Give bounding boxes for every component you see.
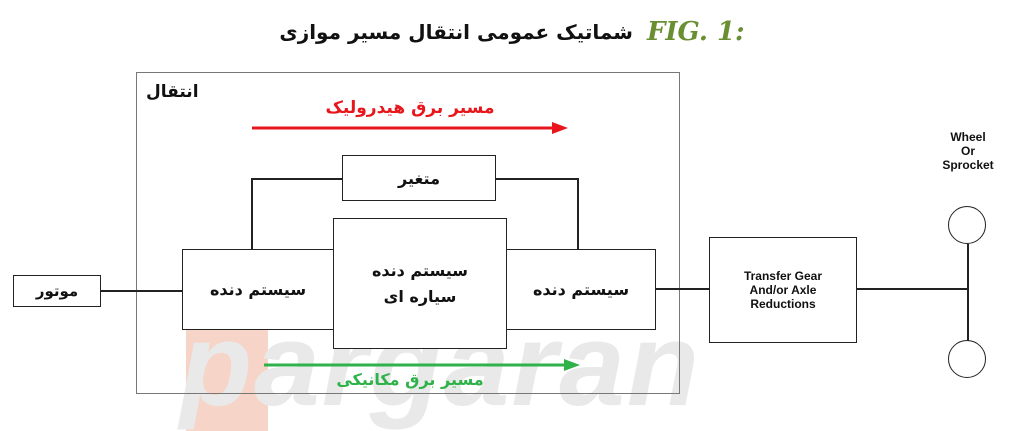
motor-box: موتور [13, 275, 101, 307]
transfer-line-2: And/or Axle [749, 283, 817, 297]
mechanical-arrow-icon [264, 359, 580, 371]
gear-system-left: سیستم دنده [182, 249, 334, 330]
hydraulic-arrow-icon [252, 122, 568, 134]
connector-left-horizontal [251, 178, 343, 180]
wheel-label-line-2: Or [960, 144, 975, 158]
connector-right-horizontal [496, 178, 578, 180]
variator-box: متغیر [342, 155, 496, 201]
wheel-label-line-3: Sprocket [942, 158, 994, 172]
axle-horizontal [856, 288, 968, 290]
wheel-top-icon [948, 206, 986, 244]
gear-system-left-label: سیستم دنده [209, 280, 307, 299]
wheel-label: Wheel Or Sprocket [922, 130, 1014, 172]
figure-title: شماتیک عمومی انتقال مسیر موازی FIG. 1: [0, 12, 1024, 52]
motor-label: موتور [35, 282, 79, 300]
output-shaft [655, 288, 710, 290]
axle-vertical [967, 244, 969, 342]
transmission-frame [136, 72, 680, 394]
gear-system-right-label: سیستم دنده [532, 280, 630, 299]
planetary-gear-box: سیستم دنده سیاره ای [333, 218, 507, 349]
planetary-gear-label: سیستم دنده سیاره ای [371, 260, 469, 306]
fig-label: FIG. 1: [646, 17, 745, 47]
wheel-label-line-1: Wheel [950, 130, 986, 144]
connector-right-vertical [577, 178, 579, 249]
hydraulic-path-label: مسیر برق هیدرولیک [325, 98, 495, 118]
connector-left-vertical [251, 178, 253, 249]
variator-label: متغیر [398, 168, 440, 188]
gear-system-right: سیستم دنده [506, 249, 656, 330]
transfer-gear-box: Transfer Gear And/or Axle Reductions [709, 237, 857, 343]
title-text: شماتیک عمومی انتقال مسیر موازی [279, 20, 633, 44]
motor-shaft [100, 290, 182, 292]
watermark-block [186, 310, 268, 431]
mechanical-path-label: مسیر برق مکانیکی [336, 370, 484, 389]
transfer-line-3: Reductions [750, 297, 816, 311]
transmission-label: انتقال [146, 82, 199, 102]
transfer-line-1: Transfer Gear [743, 269, 823, 283]
wheel-bottom-icon [948, 340, 986, 378]
